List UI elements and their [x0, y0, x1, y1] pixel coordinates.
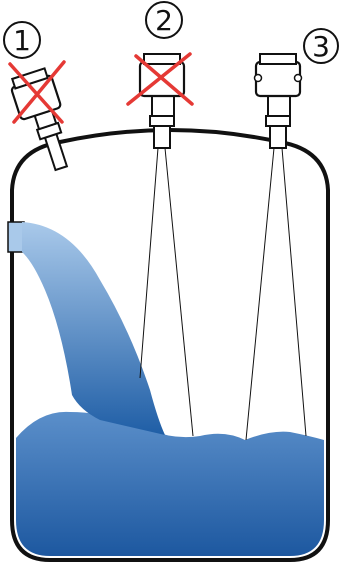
- sensor-2-mount: [149, 115, 175, 127]
- radar-beam-2: [139, 147, 194, 437]
- radar-beam-3: [245, 147, 307, 441]
- sensor-3: [253, 53, 303, 149]
- svg-text:2: 2: [155, 4, 173, 37]
- sensor-3-housing: [254, 60, 302, 98]
- position-label-3: 3: [303, 28, 339, 64]
- cross-mark-1-icon: [8, 60, 66, 124]
- inlet-pipe: [7, 221, 25, 253]
- cross-mark-2-icon: [126, 52, 194, 106]
- position-label-2: 2: [145, 1, 183, 39]
- sensor-3-mount: [265, 115, 291, 127]
- svg-text:1: 1: [13, 24, 31, 57]
- liquid-pool: [16, 411, 324, 556]
- svg-text:3: 3: [312, 30, 330, 63]
- position-label-1: 1: [3, 21, 41, 59]
- liquid-stream: [22, 222, 165, 435]
